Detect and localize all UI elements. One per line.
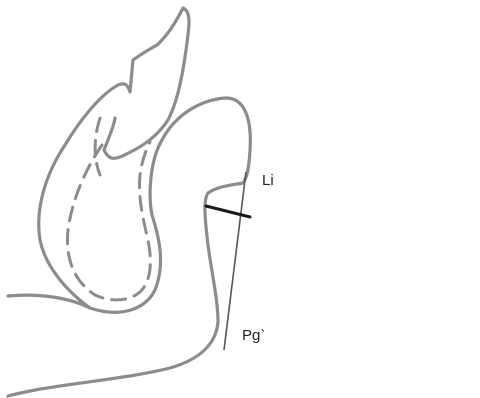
tooth-root-outline (67, 142, 150, 300)
pg-label: Pg` (242, 327, 265, 344)
lip-measurement-line (206, 206, 250, 217)
li-label: Li (262, 172, 274, 189)
li-pg-reference-line (224, 172, 246, 350)
tooth-outline (39, 8, 189, 308)
